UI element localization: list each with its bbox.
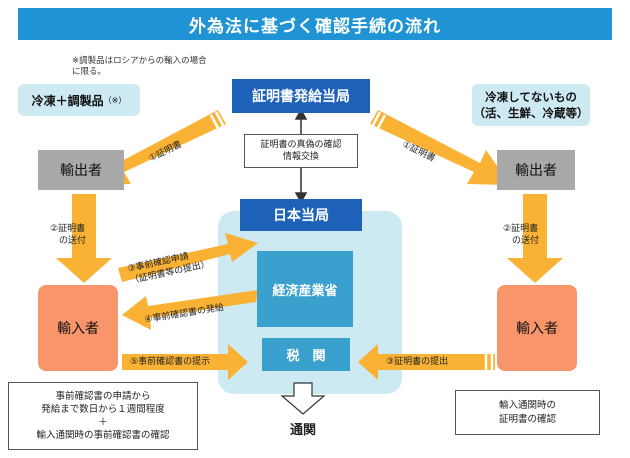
left-info-line2: 発給まで数日から１週間程度 <box>41 404 165 415</box>
arrow-cert2-left <box>56 194 112 283</box>
exchange-line1: 証明書の真偽の確認 <box>260 140 342 150</box>
right-category-line1: 冷凍してないもの <box>485 90 577 104</box>
arrow-cert2-right <box>507 194 563 283</box>
japan-authority-box: 日本当局 <box>240 199 362 231</box>
left-info-box: 事前確認書の申請から 発給まで数日から１週間程度 ＋ 輸入通関時の事前確認書の確… <box>8 382 198 450</box>
issuing-authority-box: 証明書発給当局 <box>232 79 370 113</box>
right-info-box: 輸入通関時の 証明書の確認 <box>455 390 600 435</box>
label-cert2-left-line2: の送付 <box>59 236 87 246</box>
arrow-step3 <box>118 233 258 282</box>
right-info-line2: 証明書の確認 <box>498 413 556 425</box>
right-category-box: 冷凍してないもの （活、生鮮、冷蔵等） <box>472 84 590 126</box>
label-step3-right: ③証明書の提出 <box>386 357 449 367</box>
exchange-line2: 情報交換 <box>282 152 319 162</box>
customs-box: 税 関 <box>262 338 350 371</box>
right-category-line2: （活、生鮮、冷蔵等） <box>473 106 589 120</box>
arrow-customs-clearance <box>280 382 326 415</box>
left-category-box: 冷凍＋調製品（※） <box>18 84 140 116</box>
importer-right-box: 輸入者 <box>497 285 577 371</box>
left-category-suffix: （※） <box>103 95 127 105</box>
page-title: 外為法に基づく確認手続の流れ <box>18 8 612 40</box>
label-cert2-right: ②証明書 の送付 <box>503 223 553 247</box>
arrow-cert1-right <box>370 110 510 185</box>
label-step5: ⑤事前確認書の提示 <box>130 357 211 367</box>
left-info-line1: 事前確認書の申請から <box>55 391 151 402</box>
footnote: ※調製品はロシアからの輸入の場合に限る。 <box>72 56 207 77</box>
label-cert2-left-line1: ②証明書 <box>50 224 86 234</box>
customs-clearance-label: 通関 <box>289 423 316 438</box>
importer-left-box: 輸入者 <box>38 285 118 371</box>
exchange-info-box: 証明書の真偽の確認 情報交換 <box>244 134 358 168</box>
arrow-step4 <box>122 290 258 330</box>
left-category-main: 冷凍＋調製品 <box>31 93 104 108</box>
label-cert2-right-line2: の送付 <box>512 236 540 246</box>
arrow-step3-right <box>358 344 495 380</box>
label-cert2-left: ②証明書 の送付 <box>50 223 100 247</box>
exporter-left-box: 輸出者 <box>38 150 124 190</box>
label-cert2-right-line1: ②証明書 <box>503 224 539 234</box>
arrow-step5 <box>122 344 248 380</box>
left-info-line3: ＋ <box>98 417 108 428</box>
right-info-line1: 輸入通関時の <box>498 399 556 411</box>
meti-box: 経済産業省 <box>257 251 353 327</box>
exporter-right-box: 輸出者 <box>497 150 575 190</box>
left-info-line4: 輸入通関時の事前確認書の確認 <box>36 430 170 441</box>
